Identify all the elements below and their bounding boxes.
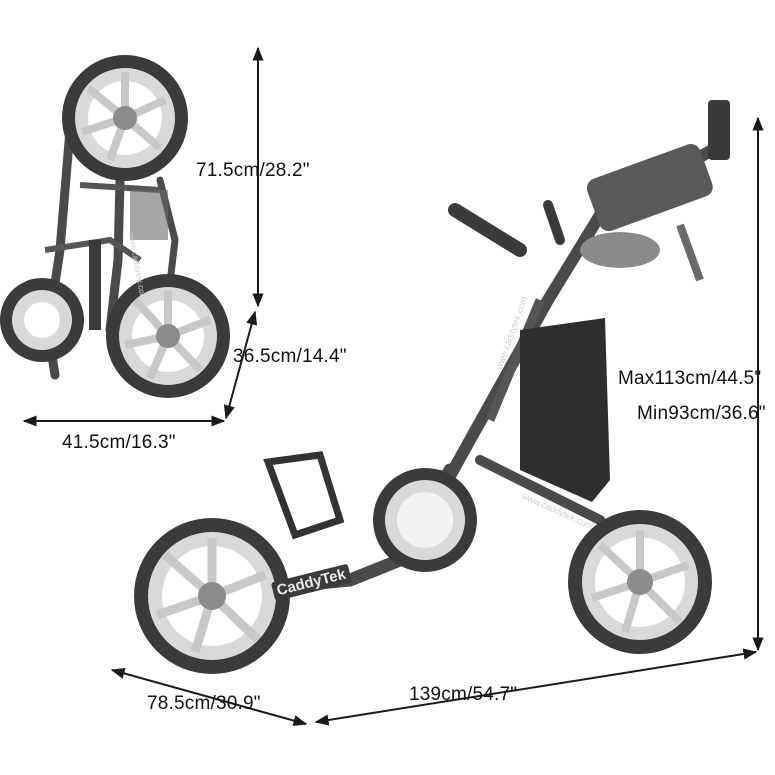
max-height-label: Max113cm/44.5" — [618, 368, 762, 389]
storage-bag — [520, 318, 610, 502]
mesh-basket — [580, 232, 660, 268]
folded-left-wheel — [0, 278, 84, 362]
rear-right-wheel — [568, 510, 712, 654]
scorecard-console — [586, 143, 713, 232]
umbrella-holder — [708, 100, 730, 160]
width-label: 78.5cm/30.9" — [147, 693, 261, 714]
brake-lever — [448, 203, 527, 257]
folded-top-wheel — [62, 55, 188, 181]
rear-left-wheel — [373, 468, 477, 572]
folded-basket — [130, 190, 168, 240]
folded-height-label: 71.5cm/28.2" — [196, 160, 310, 181]
folded-depth-arrow — [223, 310, 258, 420]
width-arrow — [110, 667, 308, 727]
front-wheel — [134, 518, 290, 674]
min-height-label: Min93cm/36.6" — [637, 403, 766, 424]
folded-cart — [0, 55, 230, 398]
cup-holder — [676, 223, 704, 282]
folded-width-label: 41.5cm/16.3" — [62, 432, 176, 453]
folded-right-wheel — [106, 274, 230, 398]
length-arrow — [314, 648, 758, 726]
length-label: 139cm/54.7" — [409, 684, 518, 705]
folded-depth-label: 36.5cm/14.4" — [233, 346, 347, 367]
bag-bracket — [263, 451, 345, 540]
